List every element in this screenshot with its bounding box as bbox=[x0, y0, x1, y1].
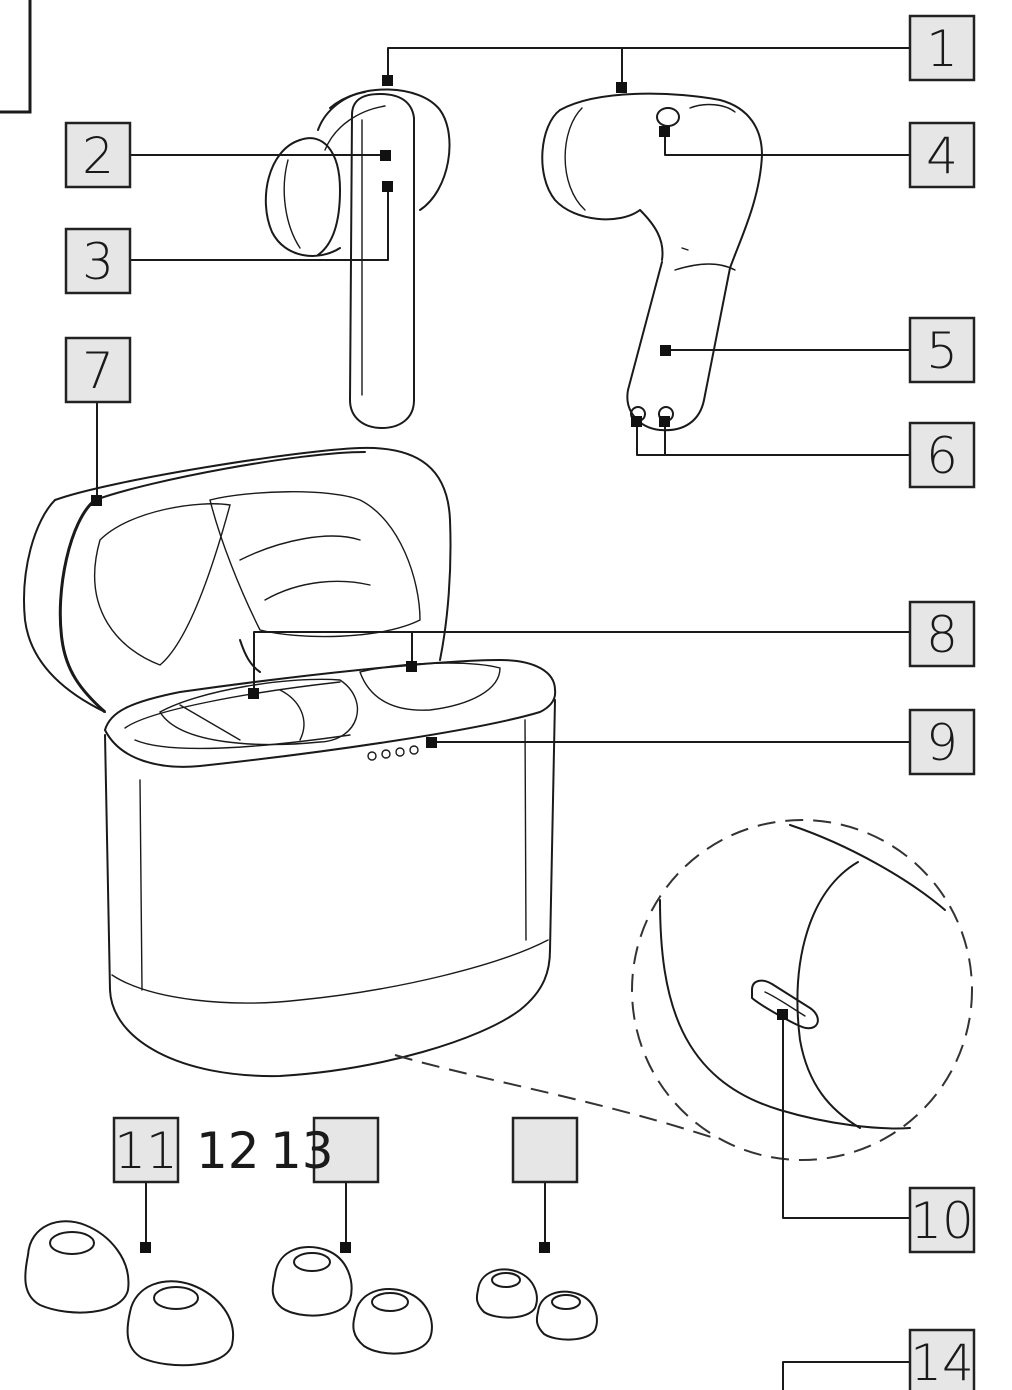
callout-10: 10 bbox=[908, 1186, 976, 1254]
callout-8: 8 bbox=[908, 600, 976, 668]
callout-14-label: 14 bbox=[910, 1334, 974, 1390]
label-12: 12 bbox=[196, 1122, 260, 1180]
left-earbud-illustration bbox=[264, 88, 451, 429]
callout-7: 7 bbox=[64, 336, 132, 404]
callout-2-label: 2 bbox=[82, 127, 114, 185]
ear-tips-large bbox=[24, 1220, 235, 1367]
callout-1-label: 1 bbox=[926, 20, 958, 78]
callout-6-label: 6 bbox=[926, 427, 958, 485]
callout-8-label: 8 bbox=[926, 606, 958, 664]
callout-5-label: 5 bbox=[926, 322, 958, 380]
callout-empty-right bbox=[511, 1116, 579, 1184]
callout-11-label: 11 bbox=[114, 1122, 178, 1180]
callout-14: 14 bbox=[908, 1328, 976, 1390]
zoom-guide-line bbox=[394, 1054, 721, 1141]
callout-4: 4 bbox=[908, 121, 976, 189]
callout-empty-middle bbox=[312, 1116, 380, 1184]
callout-3-label: 3 bbox=[82, 233, 114, 291]
callout-10-label: 10 bbox=[910, 1192, 974, 1250]
callout-6: 6 bbox=[908, 421, 976, 489]
charging-case-illustration bbox=[23, 446, 557, 1078]
magnified-port-detail bbox=[659, 824, 946, 1130]
ear-tips-small bbox=[475, 1268, 598, 1341]
callout-5: 5 bbox=[908, 316, 976, 384]
callout-1: 1 bbox=[908, 14, 976, 82]
callout-4-label: 4 bbox=[926, 127, 958, 185]
callout-9: 9 bbox=[908, 708, 976, 776]
leader-lines bbox=[91, 47, 911, 1390]
right-earbud-illustration bbox=[541, 92, 763, 432]
magnified-port-circle bbox=[631, 819, 973, 1161]
callout-7-label: 7 bbox=[82, 342, 114, 400]
callout-11: 11 bbox=[112, 1116, 180, 1184]
callout-2: 2 bbox=[64, 121, 132, 189]
label-13: 13 bbox=[270, 1122, 334, 1180]
callout-3: 3 bbox=[64, 227, 132, 295]
ear-tips-medium bbox=[271, 1246, 433, 1355]
corner-bracket bbox=[0, 0, 32, 114]
callout-9-label: 9 bbox=[926, 714, 958, 772]
